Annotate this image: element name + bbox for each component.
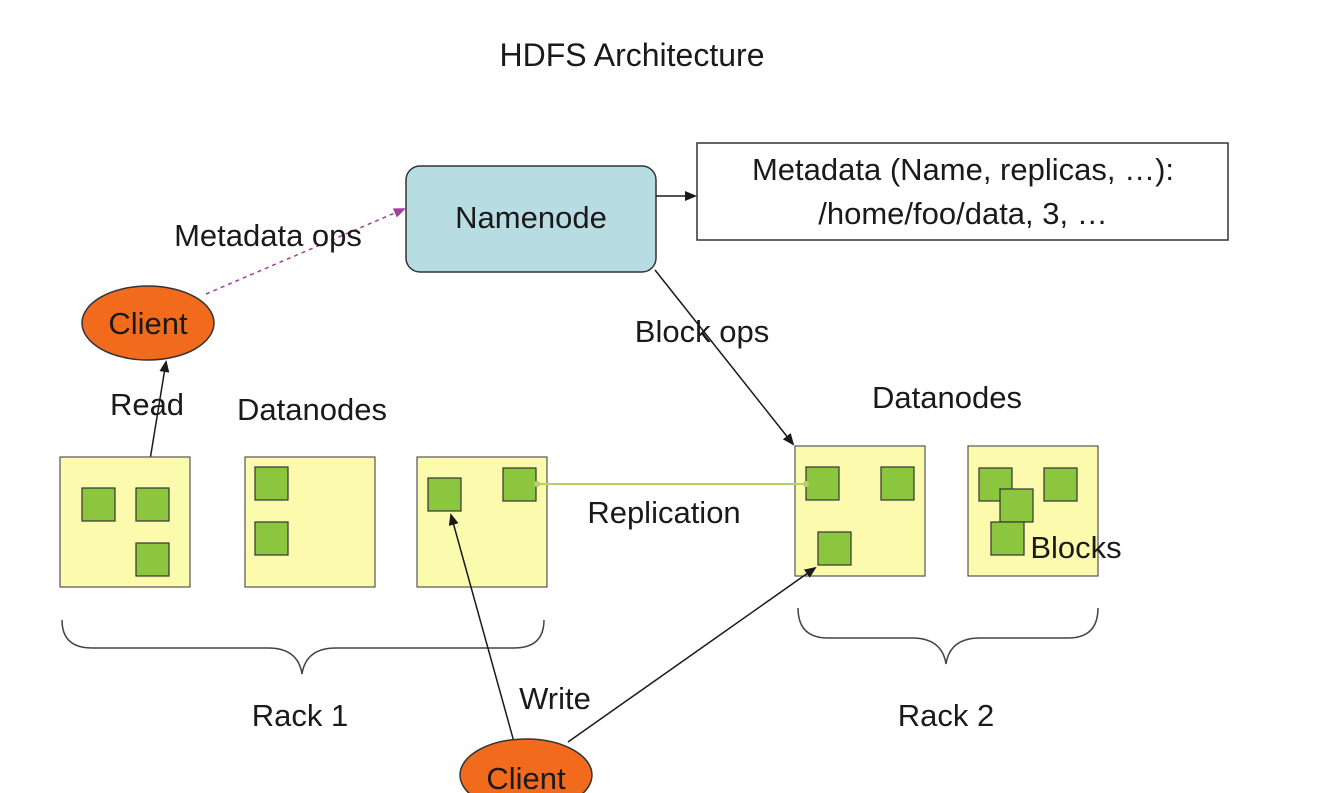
block: [999, 488, 1034, 523]
rack1-brace: [61, 619, 545, 675]
block: [254, 466, 289, 501]
block: [817, 531, 852, 566]
write-arrow-rack2: [567, 566, 817, 743]
client-top-label: Client: [108, 306, 188, 341]
block: [978, 467, 1013, 502]
namenode-node: Namenode: [405, 165, 657, 273]
block: [135, 487, 170, 522]
block: [1043, 467, 1078, 502]
metadata-line-2: /home/foo/data, 3, …: [818, 196, 1108, 231]
client-top-node: Client: [81, 285, 215, 361]
diagram-title: HDFS Architecture: [500, 37, 765, 73]
replication-label: Replication: [587, 495, 740, 530]
metadata-box: Metadata (Name, replicas, …): /home/foo/…: [696, 142, 1229, 241]
metadata-ops-arrow: [205, 208, 406, 295]
block: [990, 521, 1025, 556]
datanode-rack2-1: [794, 445, 926, 577]
write-label: Write: [519, 681, 591, 716]
rack1-label: Rack 1: [252, 698, 348, 733]
client-bottom-node: Client: [459, 738, 593, 793]
rack2-label: Rack 2: [898, 698, 994, 733]
rack2-brace: [797, 607, 1099, 665]
datanodes-label-rack1: Datanodes: [237, 392, 387, 427]
block: [135, 542, 170, 577]
block-ops-label: Block ops: [635, 314, 769, 349]
block: [880, 466, 915, 501]
write-arrow-rack1: [448, 513, 515, 743]
block: [502, 467, 537, 502]
datanodes-label-rack2: Datanodes: [872, 380, 1022, 415]
datanode-rack1-2: [244, 456, 376, 588]
block: [81, 487, 116, 522]
metadata-ops-label: Metadata ops: [174, 218, 362, 253]
datanode-rack2-2: Blocks: [967, 445, 1122, 577]
datanode-rack1-3: [416, 456, 548, 588]
block-ops-arrow: [654, 269, 795, 446]
block: [805, 466, 840, 501]
metadata-line-1: Metadata (Name, replicas, …):: [752, 152, 1174, 187]
block: [254, 521, 289, 556]
read-arrow: [148, 360, 170, 467]
blocks-label: Blocks: [1030, 530, 1121, 565]
client-bottom-label: Client: [486, 761, 566, 793]
block: [427, 477, 462, 512]
datanode-rack1-1: [59, 456, 191, 588]
read-label: Read: [110, 387, 184, 422]
namenode-label: Namenode: [455, 200, 607, 235]
